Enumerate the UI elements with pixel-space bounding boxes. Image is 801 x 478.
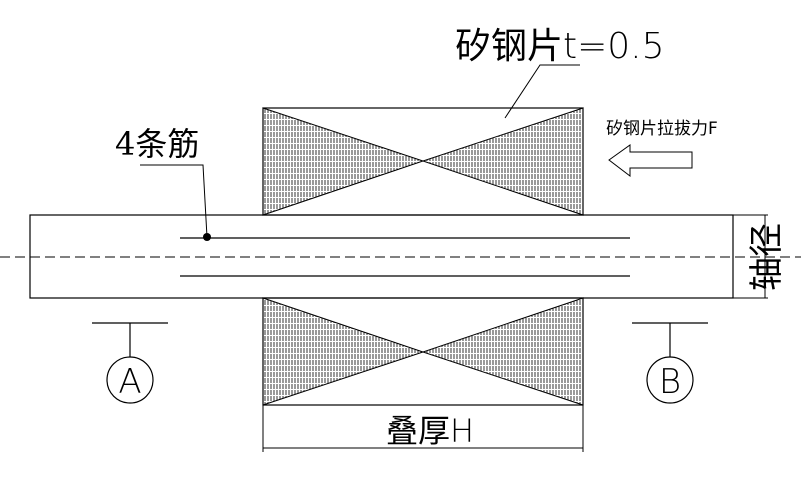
section-marker-a: A [92, 322, 168, 404]
ribs-label: 4条筋 [115, 125, 199, 163]
rib-point-marker [203, 233, 211, 241]
shaft-diameter-dimension: 轴径 [733, 214, 787, 299]
ribs-callout: 4条筋 [115, 125, 211, 241]
left-arrow-icon [608, 144, 693, 178]
section-marker-b: B [632, 322, 708, 404]
lower-lamination-stack [262, 297, 584, 406]
section-a-label: A [118, 362, 141, 402]
sheet-thickness-callout: 矽钢片t=0.5 [455, 26, 665, 119]
shaft [0, 214, 801, 299]
stack-height-dimension: 叠厚H [262, 405, 584, 452]
shaft-diameter-label: 轴径 [747, 223, 787, 291]
sheet-thickness-label: 矽钢片t=0.5 [455, 26, 665, 67]
section-b-label: B [659, 362, 681, 402]
upper-lamination-stack [262, 107, 584, 216]
pullout-force-callout: 矽钢片拉拔力F [606, 119, 718, 178]
pullout-force-label: 矽钢片拉拔力F [606, 119, 718, 139]
stack-height-label: 叠厚H [386, 412, 474, 450]
